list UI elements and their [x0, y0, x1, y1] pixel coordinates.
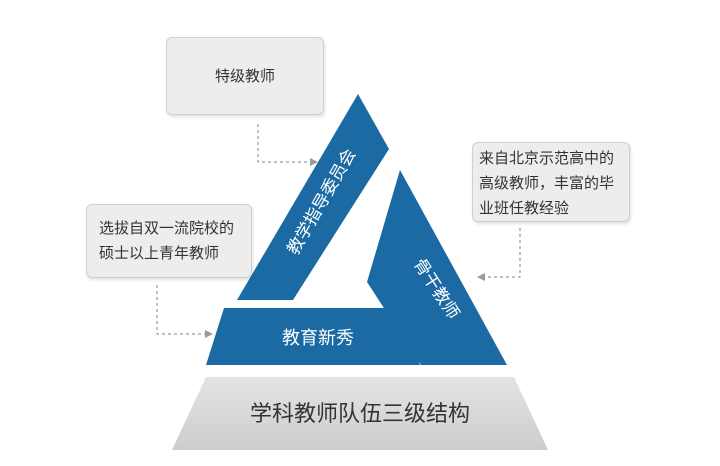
arrow-head-right — [477, 273, 485, 281]
callout-left-line-2: 硕士以上青年教师 — [99, 244, 220, 262]
callout-left: 选拔自双一流院校的 硕士以上青年教师 — [86, 204, 252, 278]
callout-top-line: 特级教师 — [214, 66, 275, 85]
callout-top: 特级教师 — [166, 37, 324, 115]
callout-right-line-2: 高级教师，丰富的毕 — [479, 174, 615, 192]
callout-right: 来自北京示范高中的 高级教师，丰富的毕 业班任教经验 — [472, 142, 630, 222]
arrow-head-left — [205, 330, 213, 338]
segment-bottom — [206, 308, 420, 365]
segment-left — [237, 94, 389, 300]
arrow-head-top — [310, 158, 318, 166]
base-label: 学科教师队伍三级结构 — [250, 402, 470, 427]
pyramid-base — [172, 377, 548, 450]
connector-right — [484, 228, 521, 278]
connector-top — [257, 124, 311, 163]
callout-left-line-1: 选拔自双一流院校的 — [99, 219, 235, 237]
callout-right-line-1: 来自北京示范高中的 — [479, 149, 615, 167]
connector-left — [156, 285, 206, 335]
callout-right-line-3: 业班任教经验 — [479, 199, 570, 217]
segment-bottom-label: 教育新秀 — [282, 328, 354, 349]
